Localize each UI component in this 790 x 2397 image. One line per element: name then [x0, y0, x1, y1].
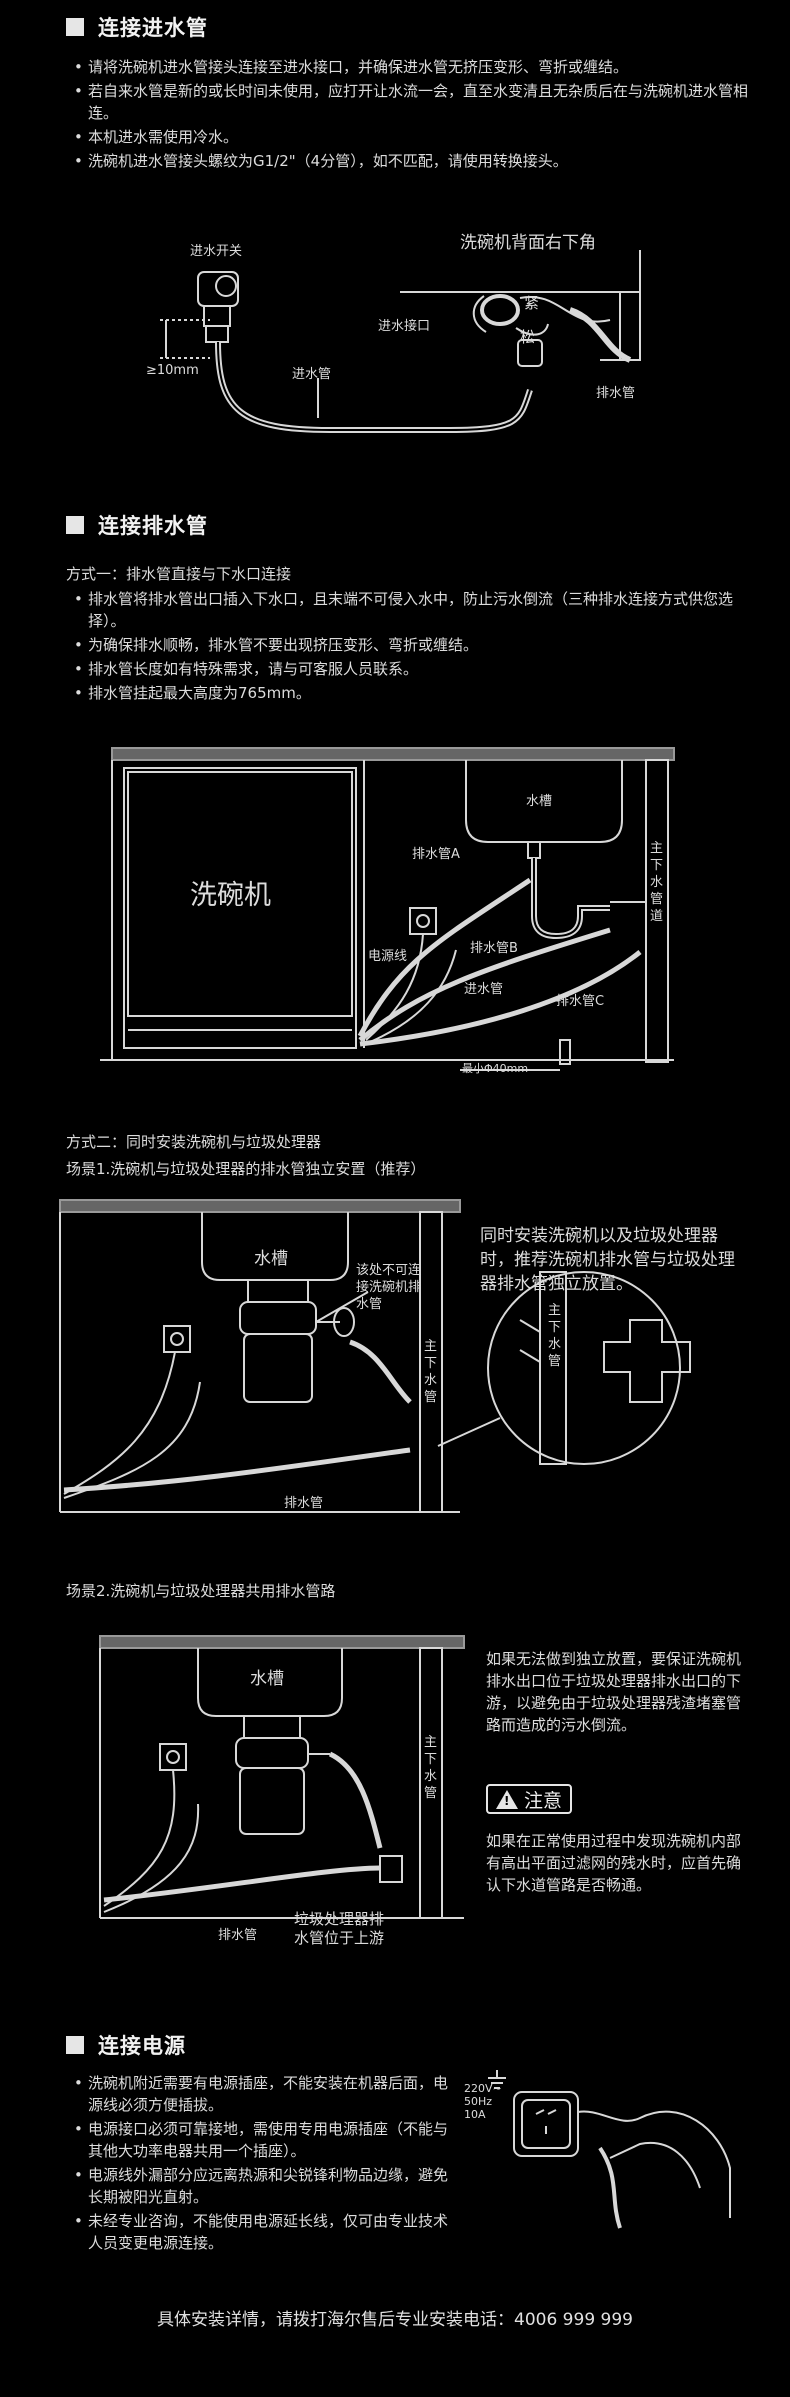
scene2-description: 如果无法做到独立放置，要保证洗碗机排水出口位于垃圾处理器排水出口的下游，以避免由…: [486, 1650, 742, 1734]
notice-badge: ! 注意: [486, 1784, 573, 1814]
list-item: 洗碗机进水管接头螺纹为G1/2"（4分管），如不匹配，请使用转换接头。: [74, 150, 754, 172]
scene2-diagram: [99, 1635, 465, 1919]
section-title-power: 连接电源: [66, 2030, 186, 2060]
scene1-main-drain-label: 主下水管: [424, 1339, 438, 1405]
min-diameter-label: 最小Φ40mm: [462, 1062, 529, 1075]
power-cord-label: 电源线: [368, 949, 408, 964]
list-item: 本机进水需使用冷水。: [74, 126, 754, 148]
scene2-sink-label: 水槽: [250, 1669, 284, 1689]
sink-label: 水槽: [526, 794, 553, 809]
scene1-drain-pipe-label: 排水管: [284, 1496, 324, 1511]
main-drain-label: 主下水管道: [650, 841, 664, 924]
scene1-detail-drain-label: 主下水管: [548, 1303, 562, 1369]
square-bullet-icon: [66, 18, 84, 36]
list-item: 若自来水管是新的或长时间未使用，应打开让水流一会，直至水变清且无杂质后在与洗碗机…: [74, 80, 754, 124]
drain-a-label: 排水管A: [412, 847, 460, 862]
list-item: 排水管长度如有特殊需求，请与可客服人员联系。: [74, 658, 754, 680]
square-bullet-icon: [66, 2036, 84, 2054]
scene2-main-drain-label: 主下水管: [424, 1735, 438, 1801]
inlet-instructions: 请将洗碗机进水管接头连接至进水接口，并确保进水管无挤压变形、弯折或缠结。 若自来…: [74, 56, 754, 174]
tighten-label: 紧: [524, 294, 540, 312]
power-instructions: 洗碗机附近需要有电源插座，不能安装在机器后面，电源线必须方便插拔。 电源接口必须…: [74, 2072, 454, 2256]
drain-c-label: 排水管C: [556, 994, 605, 1009]
min-height-label: ≥10mm: [146, 363, 199, 378]
inlet-diagram: [160, 250, 641, 433]
list-item: 请将洗碗机进水管接头连接至进水接口，并确保进水管无挤压变形、弯折或缠结。: [74, 56, 754, 78]
method2-title: 方式二：同时安装洗碗机与垃圾处理器: [66, 1133, 322, 1151]
list-item: 电源线外漏部分应远离热源和尖锐锋利物品边缘，避免长期被阳光直射。: [74, 2164, 454, 2208]
list-item: 未经专业咨询，不能使用电源延长线，仅可由专业技术人员变更电源连接。: [74, 2210, 454, 2254]
inlet-port-label: 进水接口: [378, 319, 431, 334]
section-title-drain: 连接排水管: [66, 510, 208, 540]
list-item: 电源接口必须可靠接地，需使用专用电源插座（不能与其他大功率电器共用一个插座）。: [74, 2118, 454, 2162]
list-item: 排水管将排水管出口插入下水口，且末端不可侵入水中，防止污水倒流（三种排水连接方式…: [74, 588, 754, 632]
scene2-drain-pipe-label: 排水管: [218, 1928, 258, 1943]
list-item: 为确保排水顺畅，排水管不要出现挤压变形、弯折或缠结。: [74, 634, 754, 656]
scene2-upstream-label: 垃圾处理器排水管位于上游: [294, 1910, 385, 1947]
back-corner-label: 洗碗机背面右下角: [460, 233, 596, 253]
scene1-title: 场景1.洗碗机与垃圾处理器的排水管独立安置（推荐）: [66, 1160, 426, 1178]
socket-illustration: [488, 2070, 731, 2229]
drain-b-label: 排水管B: [470, 941, 518, 956]
loosen-label: 松: [520, 328, 536, 346]
dishwasher-label: 洗碗机: [190, 880, 271, 911]
scene2-title: 场景2.洗碗机与垃圾处理器共用排水管路: [66, 1582, 336, 1600]
scene1-warning-label: 该处不可连接洗碗机排水管: [356, 1263, 422, 1312]
drain-instructions: 排水管将排水管出口插入下水口，且末端不可侵入水中，防止污水倒流（三种排水连接方式…: [74, 588, 754, 706]
square-bullet-icon: [66, 516, 84, 534]
method1-title: 方式一：排水管直接与下水口连接: [66, 565, 292, 583]
socket-spec: 220V~ 50Hz 10A: [464, 2082, 502, 2121]
list-item: 洗碗机附近需要有电源插座，不能安装在机器后面，电源线必须方便插拔。: [74, 2072, 454, 2116]
footer-contact: 具体安装详情，请拨打海尔售后专业安装电话：4006 999 999: [157, 2310, 633, 2330]
drain-pipe-label: 排水管: [596, 386, 636, 401]
list-item: 排水管挂起最大高度为765mm。: [74, 682, 754, 704]
warning-icon: !: [496, 1789, 518, 1809]
scene1-sink-label: 水槽: [254, 1249, 288, 1269]
drain-diagram: [100, 747, 675, 1071]
valve-label: 进水开关: [190, 244, 243, 259]
inlet-pipe-label: 进水管: [292, 367, 332, 382]
scene1-diagram: [59, 1199, 691, 1513]
notice-text: 如果在正常使用过程中发现洗碗机内部有高出平面过滤网的残水时，应首先确认下水道管路…: [486, 1832, 742, 1894]
section-title-water-inlet: 连接进水管: [66, 12, 208, 42]
inlet-pipe-label-2: 进水管: [464, 982, 504, 997]
scene1-description: 同时安装洗碗机以及垃圾处理器时，推荐洗碗机排水管与垃圾处理器排水管独立放置。: [480, 1226, 735, 1294]
